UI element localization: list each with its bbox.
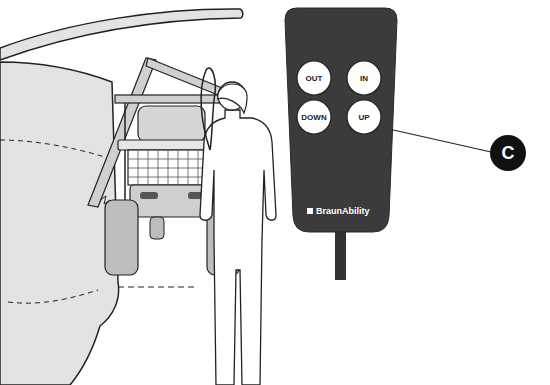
button-label: OUT [296,60,332,96]
person-hair [218,84,247,113]
pendant-body [285,8,397,232]
control-button: IN [346,60,382,96]
pendant-control: BraunAbility OUT IN DOWN UP [285,8,397,232]
wheelchair-caster [150,217,164,239]
callout-circle [490,135,526,171]
wheelchair-light [140,192,158,199]
button-circle [297,100,331,134]
brand-label: BraunAbility [316,206,370,216]
button-circle [347,100,381,134]
button-circle [297,61,331,95]
van-dashed-line [0,140,114,160]
wheelchair-wheel [105,200,138,275]
control-button: UP [346,99,382,135]
van-dashed-line [8,290,98,303]
pendant-cord [201,68,215,150]
pendant-cable [335,228,346,280]
floor-dashed-line [118,286,195,287]
button-label: DOWN [296,99,332,135]
wheelchair-backrest [138,106,205,142]
control-button: OUT [296,60,332,96]
brand-logo [307,208,313,214]
callout-letter: C [490,135,526,171]
button-label: UP [346,99,382,135]
leader-line [380,127,491,152]
van-body [0,62,119,385]
hatch-door [0,9,243,60]
person-body [200,110,276,385]
button-label: IN [346,60,382,96]
button-circle [347,61,381,95]
control-button: DOWN [296,99,332,135]
